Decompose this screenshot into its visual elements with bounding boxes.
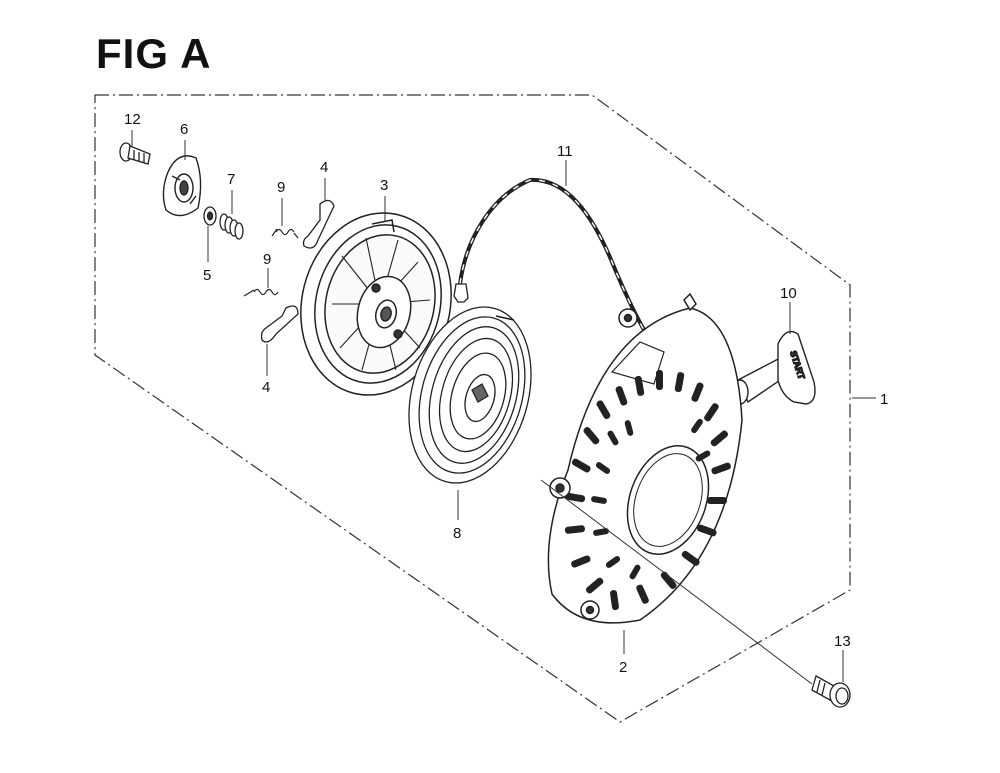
callout-2: 2 xyxy=(619,659,627,676)
callout-6: 6 xyxy=(180,121,188,138)
part-9-spring-upper xyxy=(271,228,299,239)
callout-12: 12 xyxy=(124,111,141,128)
callout-5: 5 xyxy=(203,267,211,284)
assembly-boundary xyxy=(94,94,851,723)
part-9-spring-lower xyxy=(243,288,279,297)
part-4-pawl-lower xyxy=(260,305,299,343)
figure-title: FIG A xyxy=(96,30,212,77)
part-4-pawl-upper xyxy=(302,199,335,249)
part-8-recoil-spring xyxy=(408,306,532,484)
callout-7: 7 xyxy=(227,171,235,188)
part-13-flange-bolt xyxy=(811,675,851,708)
part-6-guide-plate xyxy=(162,155,202,217)
part-5-washer xyxy=(203,206,217,226)
part-3-reel-pulley xyxy=(300,212,452,396)
callout-8: 8 xyxy=(453,525,461,542)
part-7-spring xyxy=(219,213,244,240)
housing-vents xyxy=(564,370,731,611)
callout-11: 11 xyxy=(557,143,573,160)
callout-9-upper: 9 xyxy=(277,179,285,196)
callout-13: 13 xyxy=(834,633,851,650)
part-10-starter-grip: START xyxy=(731,330,816,405)
part-2-recoil-housing xyxy=(547,292,743,624)
leader-lines xyxy=(131,130,876,685)
callout-1: 1 xyxy=(880,391,888,408)
callout-4-lower: 4 xyxy=(262,379,270,396)
callout-3: 3 xyxy=(380,177,388,194)
callout-4-upper: 4 xyxy=(320,159,328,176)
part-12-bolt xyxy=(119,142,151,165)
callout-10: 10 xyxy=(780,285,797,302)
callout-numbers: 12 6 7 5 9 4 3 9 4 11 10 1 8 2 13 xyxy=(124,111,888,676)
callout-9-lower: 9 xyxy=(263,251,271,268)
